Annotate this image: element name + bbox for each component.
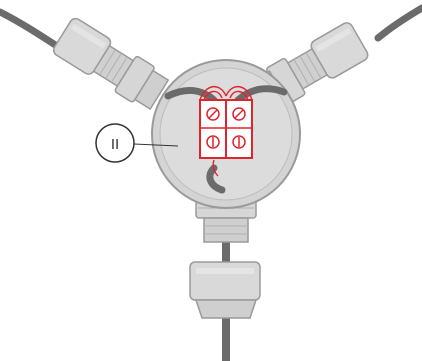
cable-upper-right — [374, 4, 422, 42]
terminal-screw-bottom-left — [206, 135, 220, 149]
terminal-screw-top-right — [232, 107, 246, 121]
callout-label: II — [111, 136, 119, 153]
terminal-screw-top-left — [206, 107, 220, 121]
cable-upper-left — [0, 8, 64, 52]
cable-gland-upper-left — [52, 17, 170, 111]
terminal-block — [199, 86, 253, 177]
callout: II — [95, 123, 179, 163]
internal-wires — [164, 85, 288, 194]
callout-leader-line — [133, 143, 179, 147]
callout-circle — [95, 123, 135, 163]
terminal-screw-bottom-right — [232, 135, 246, 149]
